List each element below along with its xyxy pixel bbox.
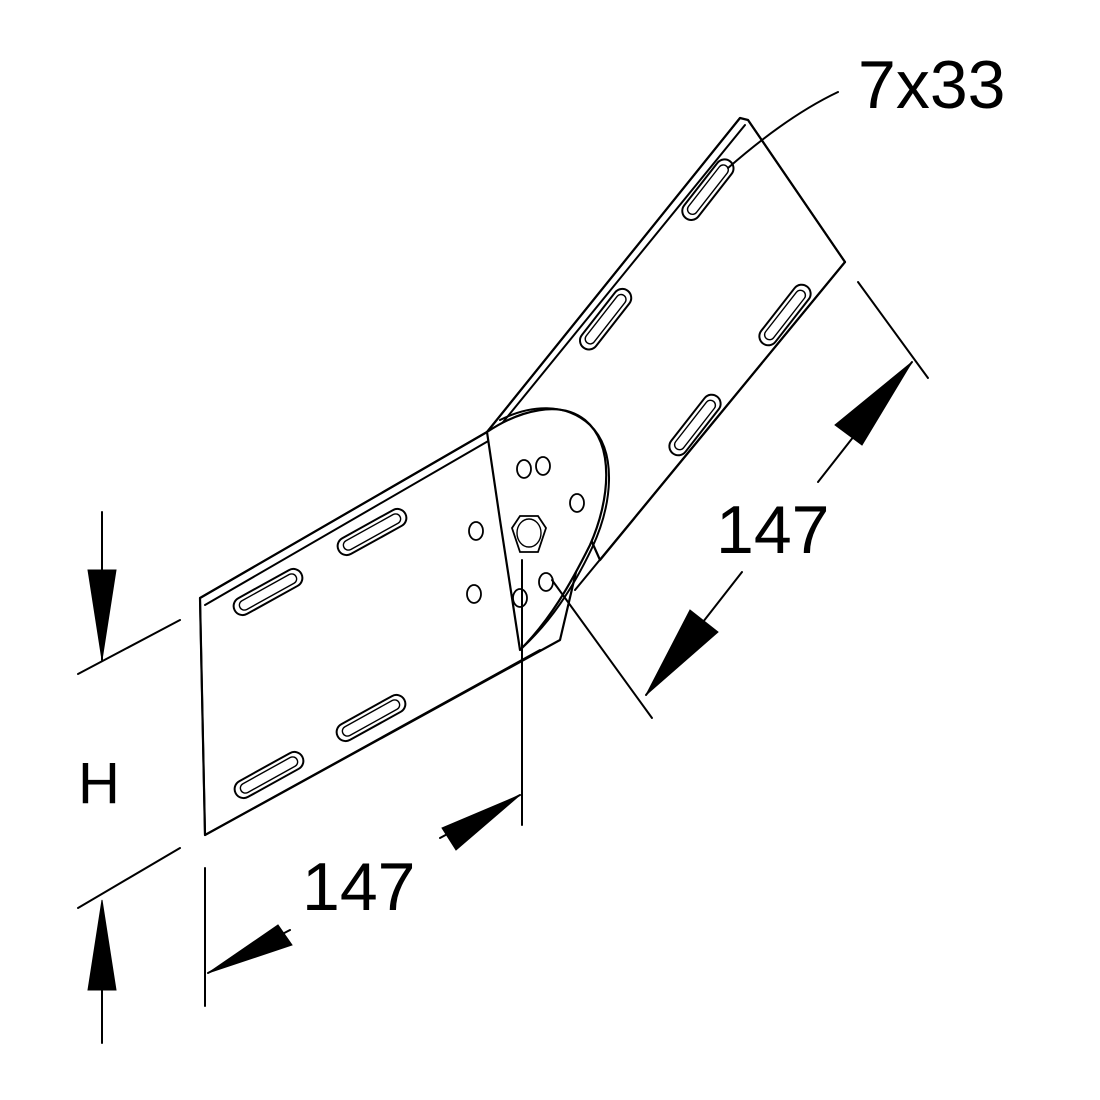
hex-bolt-icon [511, 515, 547, 553]
lower-length-label: 147 [302, 849, 415, 925]
slot-size-label: 7x33 [858, 47, 1005, 123]
disc-holes [466, 456, 585, 608]
lower-plate-slots [232, 507, 408, 800]
lower-plate [198, 430, 602, 837]
upper-length-label: 147 [716, 492, 829, 568]
upper-plate-slots-rear [578, 158, 735, 351]
upper-plate-slots-front [668, 283, 812, 457]
upper-length-dimension [551, 281, 929, 719]
lower-length-dimension [204, 559, 523, 1007]
slot-leader [727, 91, 839, 169]
height-dimension [77, 511, 181, 1044]
height-label: H [78, 751, 120, 816]
